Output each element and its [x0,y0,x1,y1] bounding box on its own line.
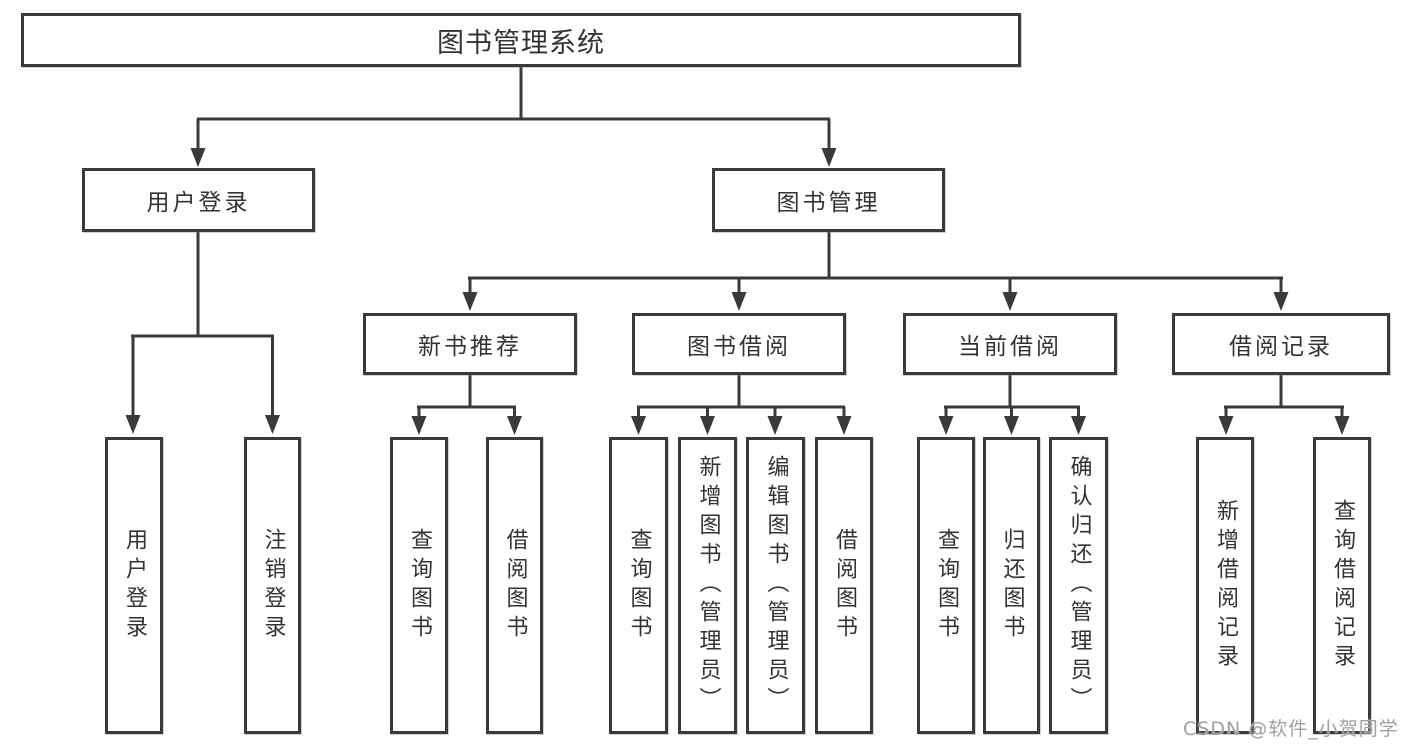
leaf-query-books-recommend: 查询图书 [390,437,448,734]
node-label: 新书推荐 [418,334,522,360]
node-label: 当前借阅 [958,334,1062,360]
leaf-query-books-borrow: 查询图书 [609,437,668,734]
node-label: 图书借阅 [687,334,791,360]
leaf-borrow-books-recommend: 借阅图书 [486,437,543,734]
leaf-label: 查询图书 [626,527,652,644]
leaf-label: 编辑图书（管理员） [763,455,789,716]
leaf-label: 查询借阅记录 [1330,498,1355,673]
leaf-query-books-current: 查询图书 [917,437,975,734]
node-library-management-system: 图书管理系统 [21,13,1021,67]
leaf-label: 用户登录 [122,527,147,644]
node-book-borrowing: 图书借阅 [632,313,846,375]
node-label: 用户登录 [146,190,251,216]
watermark: CSDN @软件_小贺同学 [1183,718,1399,740]
leaf-return-book: 归还图书 [983,437,1040,734]
leaf-borrow-books-borrow: 借阅图书 [815,437,873,734]
leaf-logout: 注销登录 [244,437,301,734]
leaf-label: 确认归还（管理员） [1066,455,1092,716]
leaf-label: 注销登录 [260,527,286,644]
node-new-book-recommendation: 新书推荐 [363,313,577,375]
leaf-label: 查询图书 [934,527,959,644]
leaf-label: 新增图书（管理员） [695,455,721,716]
leaf-user-login: 用户登录 [105,437,163,734]
leaf-label: 新增借阅记录 [1213,498,1238,673]
node-borrowing-records: 借阅记录 [1172,313,1390,375]
leaf-label: 借阅图书 [502,527,528,644]
node-book-management: 图书管理 [712,168,945,232]
leaf-confirm-return-admin: 确认归还（管理员） [1049,437,1108,734]
leaf-add-book-admin: 新增图书（管理员） [678,437,737,734]
node-label: 图书管理系统 [437,27,605,59]
leaf-edit-book-admin: 编辑图书（管理员） [746,437,805,734]
node-current-borrowing: 当前借阅 [903,313,1117,375]
node-label: 借阅记录 [1229,334,1333,360]
node-user-login: 用户登录 [82,168,315,232]
node-label: 图书管理 [776,190,881,216]
leaf-label: 查询图书 [407,527,432,644]
leaf-label: 借阅图书 [832,527,857,644]
leaf-label: 归还图书 [999,527,1025,644]
leaf-add-borrow-record: 新增借阅记录 [1196,437,1254,734]
leaf-query-borrow-record: 查询借阅记录 [1313,437,1371,734]
